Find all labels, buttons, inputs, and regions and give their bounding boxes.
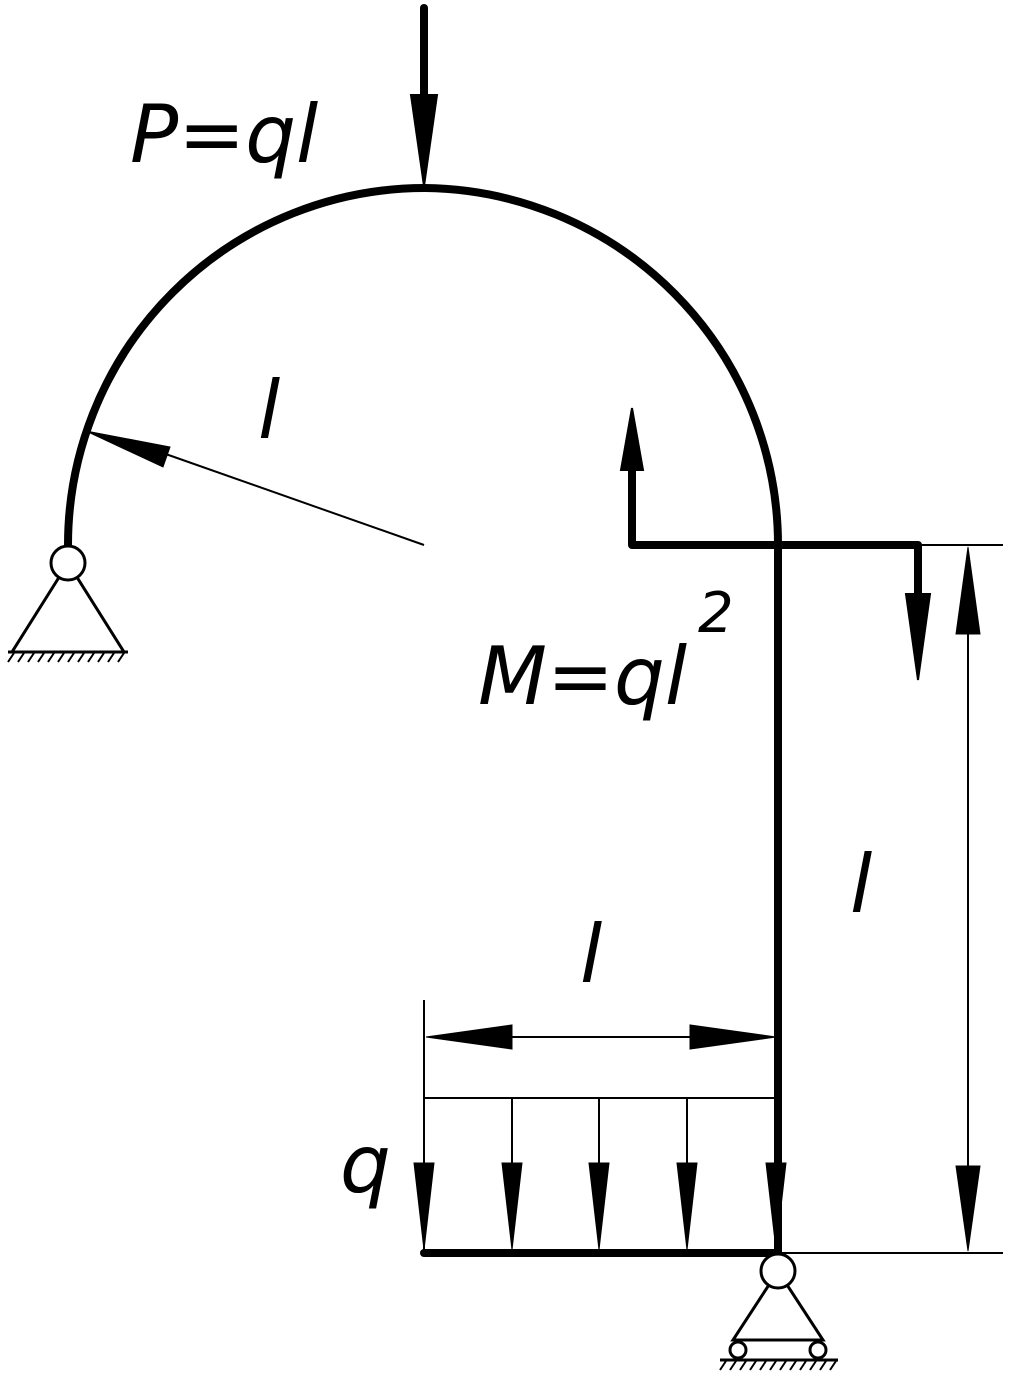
moment-arrow-up-icon (619, 407, 645, 471)
load-arrow (765, 1162, 787, 1251)
distributed-load (413, 1097, 787, 1251)
support-pin-icon (759, 1252, 797, 1290)
radius-label: l (258, 364, 280, 457)
roller-support-bottom (719, 1252, 838, 1371)
beam-length-label: l (580, 908, 602, 1001)
force-p (409, 4, 439, 187)
radius-arrow-icon (85, 430, 171, 468)
force-p-label: P=ql (130, 88, 318, 181)
load-arrow-icon (413, 1162, 435, 1251)
load-arrow (676, 1098, 698, 1251)
pinned-support-left (7, 544, 128, 663)
ground-hatch-icon (719, 1360, 837, 1371)
support-pin-icon (49, 544, 87, 582)
load-arrow (588, 1098, 610, 1251)
arch-member (64, 184, 782, 549)
column-length-dimension (778, 544, 1003, 1254)
ground-hatch-icon (7, 652, 125, 663)
dim-arrow-right-icon (689, 1024, 777, 1050)
roller-wheel-icon (808, 1340, 828, 1360)
load-arrow (501, 1098, 523, 1251)
radius-dimension (85, 430, 425, 546)
roller-wheel-icon (728, 1340, 748, 1360)
moment-arrow-down-icon (904, 593, 932, 681)
column-length-label: l (850, 838, 872, 931)
load-arrow (413, 1098, 435, 1251)
radius-line (159, 451, 425, 546)
load-arrow-icon (588, 1162, 610, 1251)
support-triangle-icon (730, 1268, 826, 1342)
structure (64, 184, 782, 1257)
load-arrow-icon (676, 1162, 698, 1251)
moment-couple (619, 407, 932, 681)
load-arrow-icon (765, 1162, 787, 1251)
force-p-arrow-icon (409, 94, 439, 187)
moment-exponent-label: 2 (698, 581, 734, 646)
moment-label: M=ql (478, 630, 687, 723)
distributed-load-label: q (340, 1118, 391, 1211)
load-arrow-icon (501, 1162, 523, 1251)
dim-arrow-left-icon (425, 1024, 513, 1050)
dim-arrow-up-icon (955, 546, 981, 635)
dim-arrow-down-icon (955, 1165, 981, 1252)
